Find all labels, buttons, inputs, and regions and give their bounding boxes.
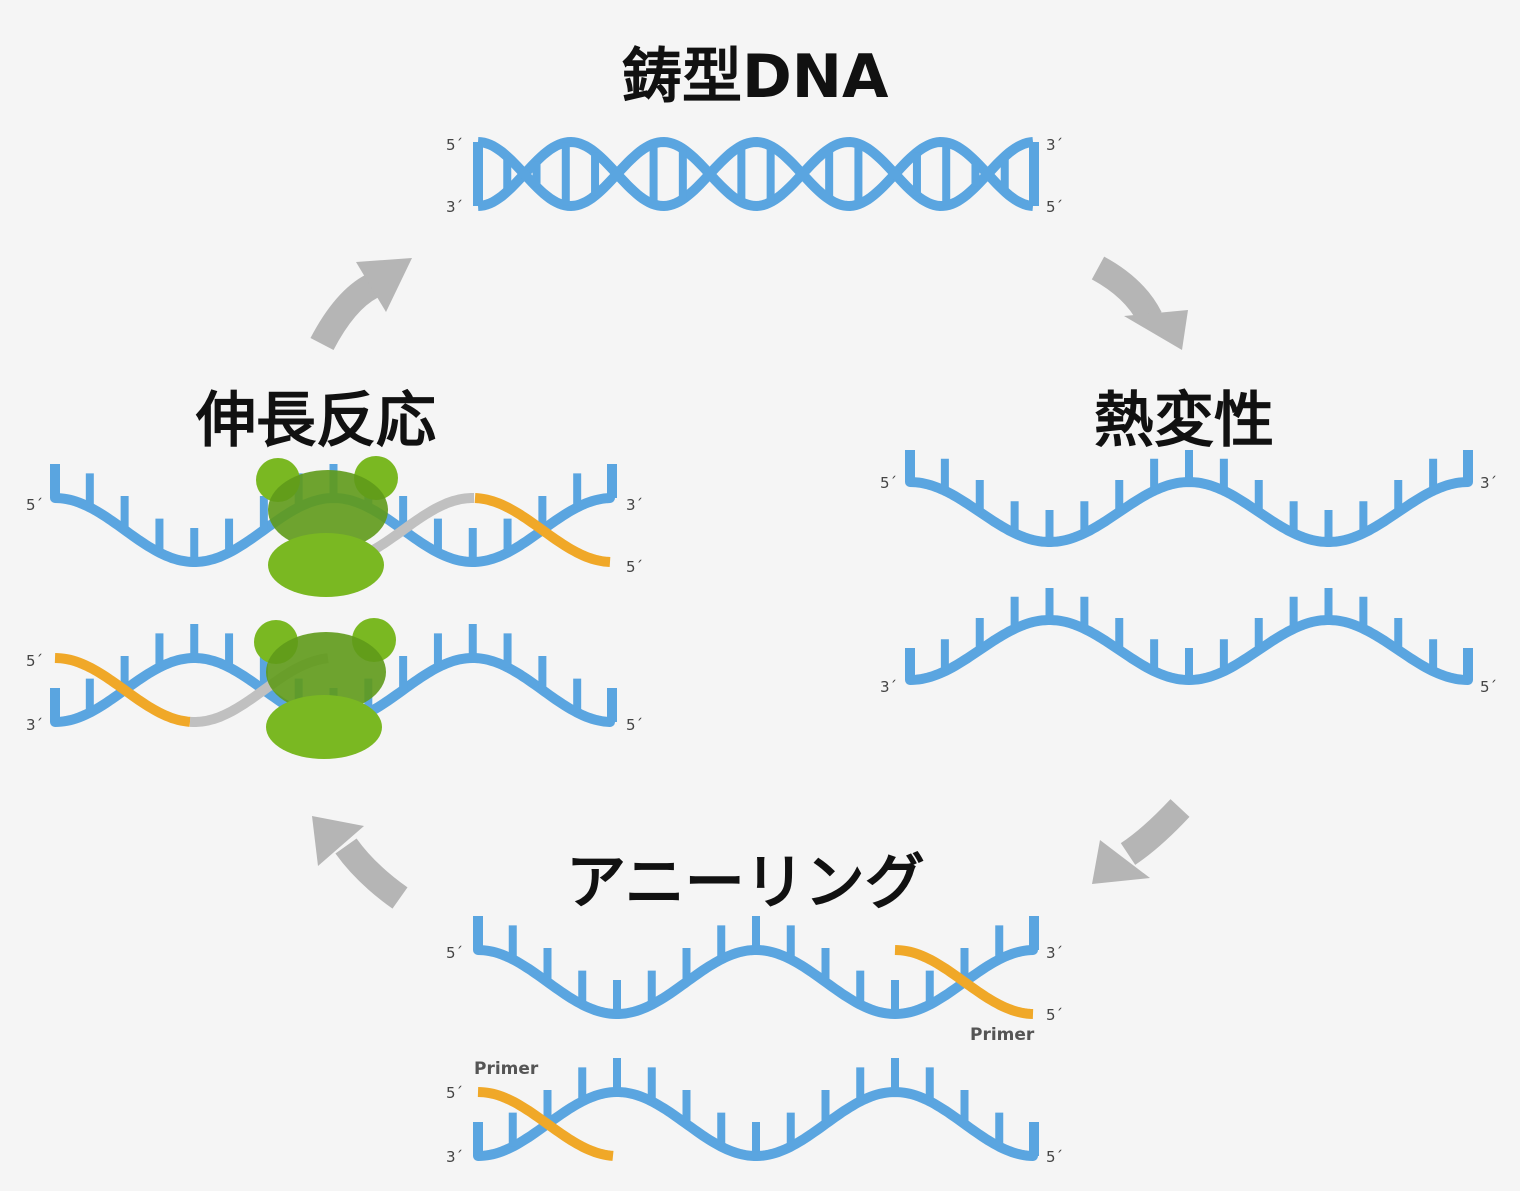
cycle-arrow-icon	[1092, 799, 1190, 884]
end-label-3prime: 3´	[446, 198, 463, 216]
arrow-shaft	[310, 274, 379, 351]
end-label-5prime: 5´	[1046, 1006, 1063, 1024]
end-label-5prime: 5´	[880, 474, 897, 492]
end-label-3prime: 3´	[26, 716, 43, 734]
stage-title-denature: 熱変性	[1094, 386, 1274, 456]
end-label-5prime: 5´	[446, 136, 463, 154]
extension-strands	[50, 456, 617, 759]
polymerase-body	[266, 632, 386, 712]
primer-strand	[894, 945, 1034, 1019]
end-label-3prime: 3´	[1046, 136, 1063, 154]
end-label-5prime: 5´	[26, 652, 43, 670]
template-strand-top	[477, 136, 1034, 212]
end-label-3prime: 3´	[1046, 944, 1063, 962]
arrow-head	[312, 816, 364, 866]
arrow-head	[356, 258, 412, 312]
end-label-5prime: 5´	[626, 716, 643, 734]
primer-strand	[477, 1087, 614, 1161]
polymerase-icon	[256, 456, 398, 597]
polymerase-base	[268, 533, 384, 597]
stage-title-annealing: アニーリング	[566, 848, 925, 918]
end-label-5prime: 5´	[1046, 198, 1063, 216]
primer-strand	[474, 493, 611, 567]
single-strand-top	[905, 476, 1473, 547]
cycle-arrow-icon	[312, 816, 408, 909]
arrow-head	[1124, 310, 1188, 350]
polymerase-base	[266, 695, 382, 759]
primer-label: Primer	[474, 1059, 539, 1079]
arrow-head	[1092, 840, 1150, 884]
arrow-shaft	[1120, 799, 1190, 865]
arrow-shaft	[1091, 256, 1162, 325]
primer-label: Primer	[970, 1025, 1035, 1045]
cycle-arrow-icon	[1091, 256, 1188, 350]
end-label-3prime: 3´	[1480, 474, 1497, 492]
end-label-5prime: 5´	[446, 944, 463, 962]
annealed-strands	[473, 916, 1039, 1161]
stage-title-extension: 伸長反応	[196, 386, 436, 456]
end-label-5prime: 5´	[446, 1084, 463, 1102]
end-label-5prime: 5´	[626, 558, 643, 576]
end-label-3prime: 3´	[446, 1148, 463, 1166]
end-label-3prime: 3´	[626, 496, 643, 514]
denatured-strands	[905, 450, 1473, 686]
end-label-5prime: 5´	[26, 496, 43, 514]
primer-strand	[54, 653, 191, 727]
end-label-5prime: 5´	[1480, 678, 1497, 696]
template-dna	[473, 136, 1039, 212]
polymerase-icon	[254, 618, 396, 759]
template-strand-bottom	[477, 136, 1034, 212]
polymerase-body	[268, 470, 388, 550]
arrow-shaft	[335, 838, 408, 909]
annealed-strand-top	[473, 945, 1038, 1020]
end-label-5prime: 5´	[1046, 1148, 1063, 1166]
cycle-arrow-icon	[310, 258, 412, 351]
end-label-3prime: 3´	[880, 678, 897, 696]
stage-title-template: 鋳型DNA	[622, 42, 889, 112]
